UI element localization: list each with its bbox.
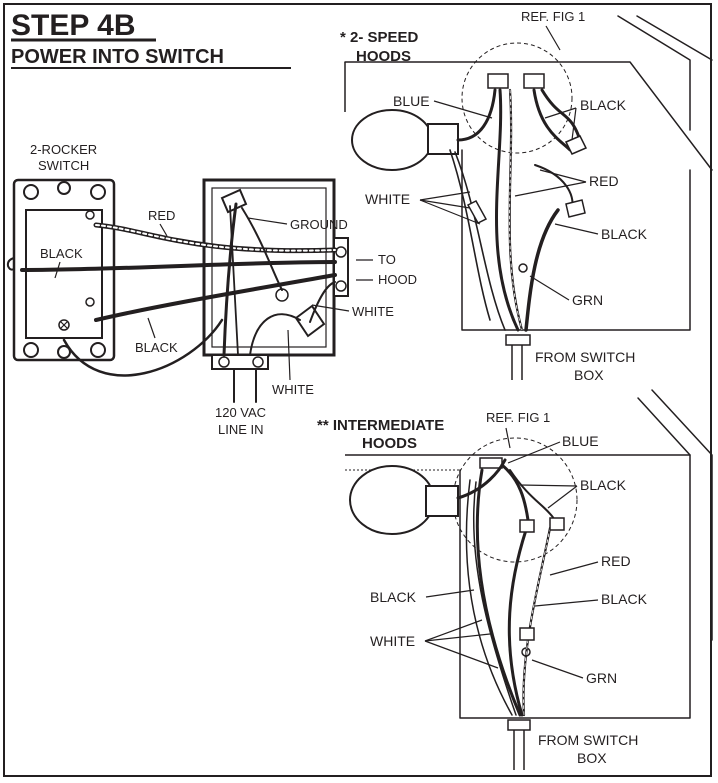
label-ground: GROUND [290,217,348,232]
label-white-right: WHITE [352,304,394,319]
line-in-line2: LINE IN [218,422,264,437]
two-speed-black-top: BLACK [580,97,627,113]
intermediate-black-right: BLACK [601,591,648,607]
two-speed-blue: BLUE [393,93,430,109]
label-red: RED [148,208,175,223]
two-speed-hood [344,15,713,380]
intermediate-black-top: BLACK [580,477,627,493]
two-speed-red: RED [589,173,619,189]
label-white-bottom: WHITE [272,382,314,397]
label-black-bottom: BLACK [135,340,178,355]
to-hood-line2: HOOD [378,272,417,287]
intermediate-white: WHITE [370,633,415,649]
two-speed-from-switch: FROM SWITCH BOX [535,349,639,383]
two-speed-ref: REF. FIG 1 [521,9,585,24]
line-in-line1: 120 VAC [215,405,266,420]
wire-nut-ground [220,188,248,214]
to-hood-line1: TO [378,252,396,267]
two-speed-grn: GRN [572,292,603,308]
intermediate-from-switch: FROM SWITCH BOX [538,732,642,766]
step-subtitle: POWER INTO SWITCH [11,46,224,68]
two-speed-white: WHITE [365,191,410,207]
intermediate-grn: GRN [586,670,617,686]
step-title: STEP 4B [11,9,136,42]
two-speed-title: * 2- SPEED HOODS [340,29,423,65]
intermediate-title: ** INTERMEDIATE HOODS [317,417,448,452]
junction-box [202,178,349,370]
intermediate-blue: BLUE [562,433,599,449]
rocker-switch-line2: SWITCH [38,158,89,173]
intermediate-ref: REF. FIG 1 [486,410,550,425]
diagram-frame [3,3,712,777]
intermediate-black-left: BLACK [370,589,417,605]
intermediate-red: RED [601,553,631,569]
label-black-left: BLACK [40,246,83,261]
rocker-switch-line1: 2-ROCKER [30,142,97,157]
two-speed-black-mid: BLACK [601,226,648,242]
